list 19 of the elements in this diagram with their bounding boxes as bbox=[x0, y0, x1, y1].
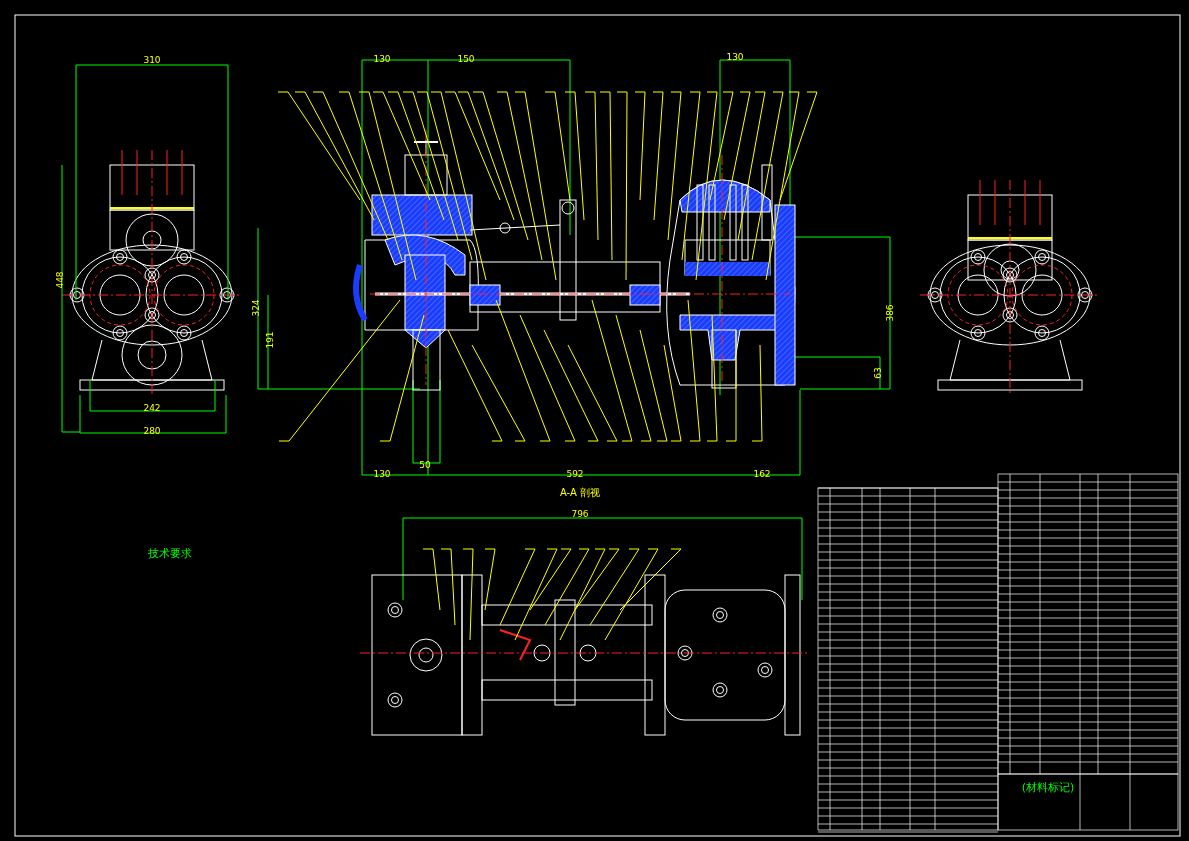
heading: 技术要求 bbox=[148, 547, 192, 559]
dimension-value: 310 bbox=[143, 55, 161, 65]
dimension-value: 162 bbox=[753, 469, 771, 479]
material-note: (材料标记) bbox=[1021, 781, 1075, 793]
view-label: A-A 剖视 bbox=[560, 488, 600, 498]
dimension-value: 150 bbox=[457, 54, 475, 64]
dimension-value: 796 bbox=[571, 509, 589, 519]
dimension-value: 242 bbox=[143, 403, 161, 413]
dimension-value: 130 bbox=[726, 52, 744, 62]
dimension-value: 386 bbox=[885, 304, 895, 322]
dimension-value: 280 bbox=[143, 426, 161, 436]
dimension-value: 130 bbox=[373, 469, 391, 479]
dimension-value: 63 bbox=[873, 367, 883, 379]
dimension-value: 324 bbox=[251, 299, 261, 317]
dimension-value: 448 bbox=[55, 271, 65, 289]
dimension-value: 50 bbox=[419, 460, 431, 470]
dimension-value: 130 bbox=[373, 54, 391, 64]
dimension-value: 592 bbox=[566, 469, 584, 479]
dimension-value: 191 bbox=[265, 331, 275, 349]
